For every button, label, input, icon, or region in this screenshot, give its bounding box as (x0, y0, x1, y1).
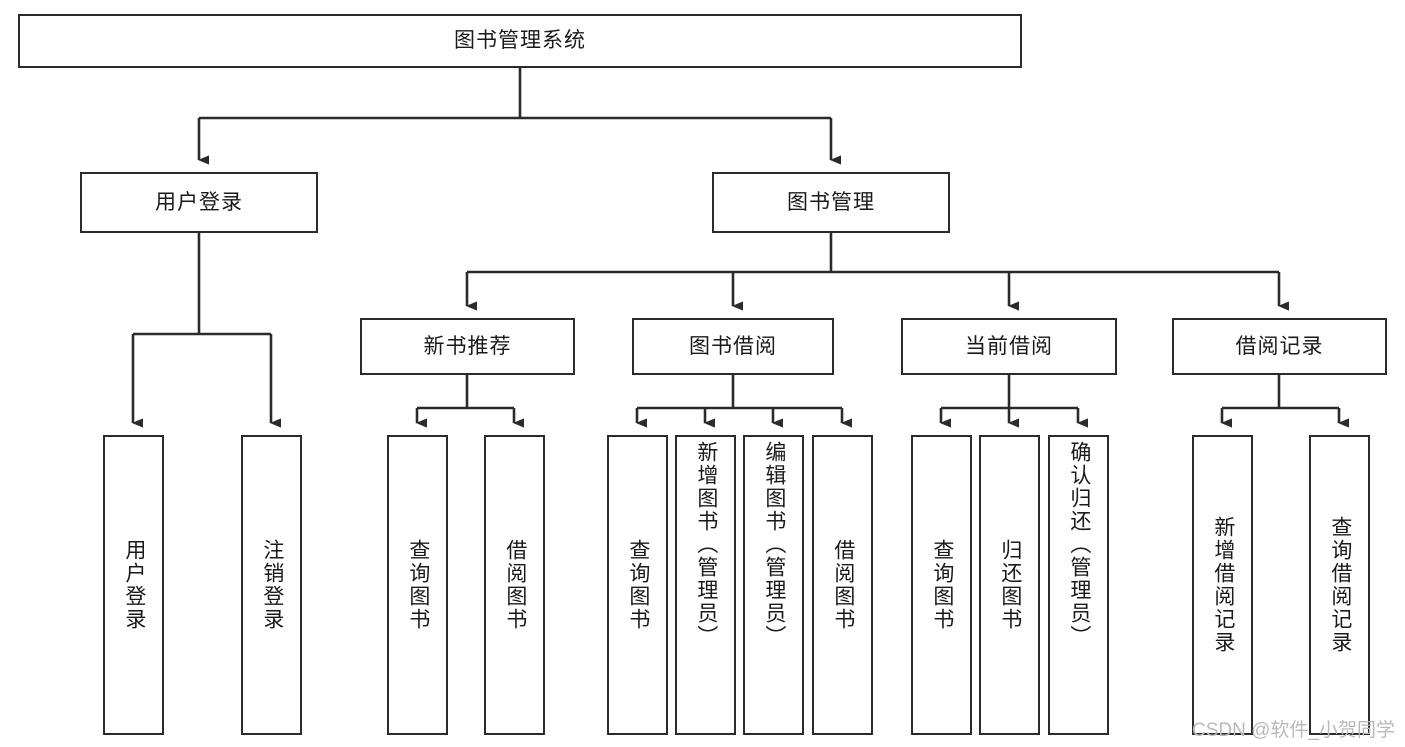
node-label: 新增图书（管理员） (694, 441, 718, 648)
leaf-borrow-add-book-admin[interactable]: 新增图书（管理员） (675, 435, 736, 735)
node-new-book-recommend[interactable]: 新书推荐 (360, 318, 575, 375)
node-label: 注销登录 (260, 539, 284, 631)
node-borrow-record[interactable]: 借阅记录 (1172, 318, 1387, 375)
node-label: 图书管理系统 (454, 29, 586, 53)
node-label: 用户登录 (122, 539, 146, 631)
node-label: 查询借阅记录 (1328, 516, 1352, 654)
node-label: 借阅图书 (503, 539, 527, 631)
leaf-borrow-borrow-book[interactable]: 借阅图书 (812, 435, 873, 735)
node-label: 借阅图书 (831, 539, 855, 631)
node-label: 用户登录 (155, 190, 243, 214)
node-label: 当前借阅 (965, 334, 1053, 358)
node-current-borrow[interactable]: 当前借阅 (901, 318, 1117, 375)
leaf-recommend-borrow-book[interactable]: 借阅图书 (484, 435, 545, 735)
leaf-user-login-login[interactable]: 用户登录 (103, 435, 164, 735)
node-label: 编辑图书（管理员） (762, 441, 786, 648)
node-book-management[interactable]: 图书管理 (712, 172, 950, 233)
csdn-watermark: CSDN @软件_小贺同学 (1192, 720, 1395, 741)
leaf-current-confirm-return-admin[interactable]: 确认归还（管理员） (1048, 435, 1109, 735)
node-label: 新书推荐 (423, 334, 512, 358)
node-label: 查询图书 (626, 539, 650, 631)
node-label: 确认归还（管理员） (1067, 441, 1091, 648)
leaf-record-query-record[interactable]: 查询借阅记录 (1309, 435, 1370, 735)
leaf-current-return-book[interactable]: 归还图书 (979, 435, 1040, 735)
leaf-borrow-query-book[interactable]: 查询图书 (607, 435, 668, 735)
node-label: 归还图书 (998, 539, 1022, 631)
leaf-current-query-book[interactable]: 查询图书 (911, 435, 972, 735)
node-root-book-management-system[interactable]: 图书管理系统 (18, 14, 1022, 68)
leaf-borrow-edit-book-admin[interactable]: 编辑图书（管理员） (743, 435, 804, 735)
node-label: 新增借阅记录 (1211, 516, 1235, 654)
leaf-record-add-record[interactable]: 新增借阅记录 (1192, 435, 1253, 735)
node-book-borrow[interactable]: 图书借阅 (632, 318, 834, 375)
leaf-user-login-logout[interactable]: 注销登录 (241, 435, 302, 735)
node-label: 查询图书 (406, 539, 430, 631)
node-label: 查询图书 (930, 539, 954, 631)
leaf-recommend-query-book[interactable]: 查询图书 (387, 435, 448, 735)
node-user-login[interactable]: 用户登录 (80, 172, 318, 233)
node-label: 图书借阅 (689, 334, 777, 358)
node-label: 图书管理 (787, 190, 875, 214)
node-label: 借阅记录 (1235, 334, 1324, 358)
